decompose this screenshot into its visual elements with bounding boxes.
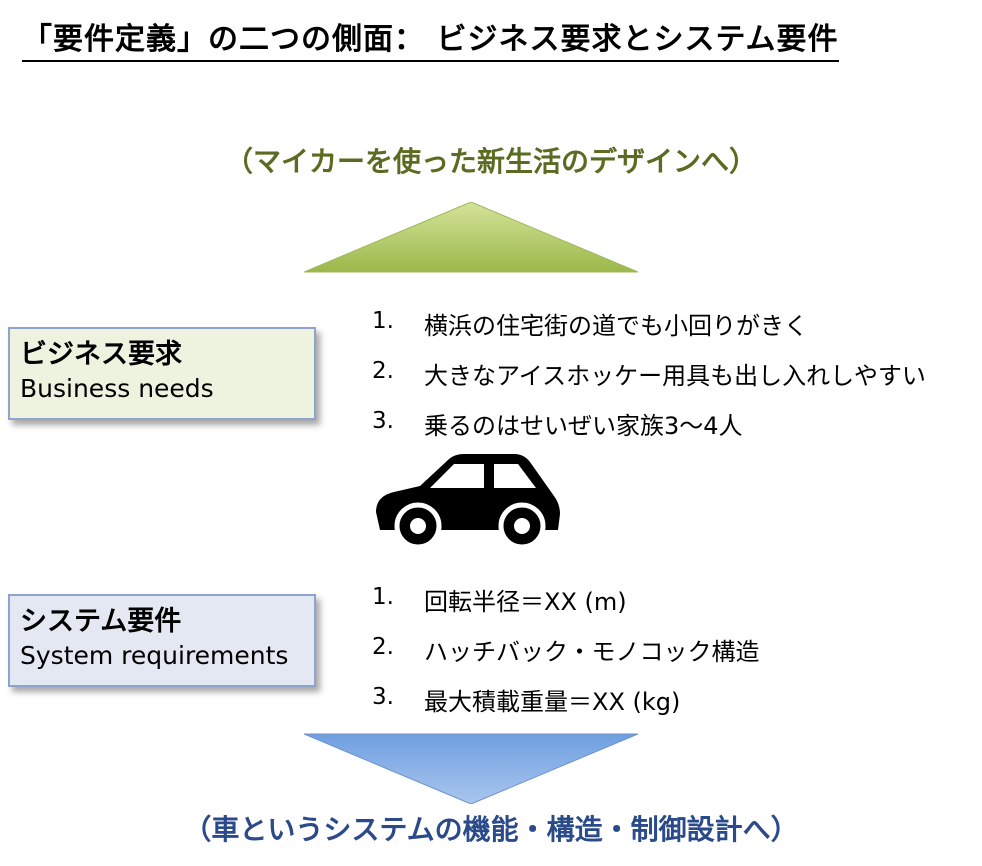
list-number: 1. xyxy=(372,584,394,610)
list-text: 大きなアイスホッケー用具も出し入れしやすい xyxy=(424,362,926,390)
list-number: 2. xyxy=(372,634,394,660)
business-needs-box: ビジネス要求 Business needs xyxy=(8,327,316,420)
list-number: 3. xyxy=(372,408,394,434)
business-needs-label-jp: ビジネス要求 xyxy=(20,339,182,370)
bottom-caption: （車というシステムの機能・構造・制御設計へ） xyxy=(183,813,799,846)
business-needs-label-en: Business needs xyxy=(20,374,214,403)
list-number: 1. xyxy=(372,308,394,334)
list-text: 乗るのはせいぜい家族3〜4人 xyxy=(424,412,743,440)
top-caption: （マイカーを使った新生活のデザインへ） xyxy=(224,145,757,178)
list-text: 最大積載重量＝XX (kg) xyxy=(424,688,681,716)
list-number: 2. xyxy=(372,358,394,384)
system-requirements-label-en: System requirements xyxy=(20,641,289,670)
system-requirements-label-jp: システム要件 xyxy=(20,606,182,637)
list-text: 横浜の住宅街の道でも小回りがきく xyxy=(424,312,808,340)
triangle-up-icon xyxy=(304,202,638,273)
car-icon xyxy=(376,454,560,548)
system-requirements-box: システム要件 System requirements xyxy=(8,594,316,687)
list-text: 回転半径＝XX (m) xyxy=(424,588,627,616)
list-number: 3. xyxy=(372,684,394,710)
list-text: ハッチバック・モノコック構造 xyxy=(424,638,760,666)
page-title: 「要件定義」の二つの側面： ビジネス要求とシステム要件 xyxy=(22,14,839,62)
triangle-down-icon xyxy=(304,733,638,804)
